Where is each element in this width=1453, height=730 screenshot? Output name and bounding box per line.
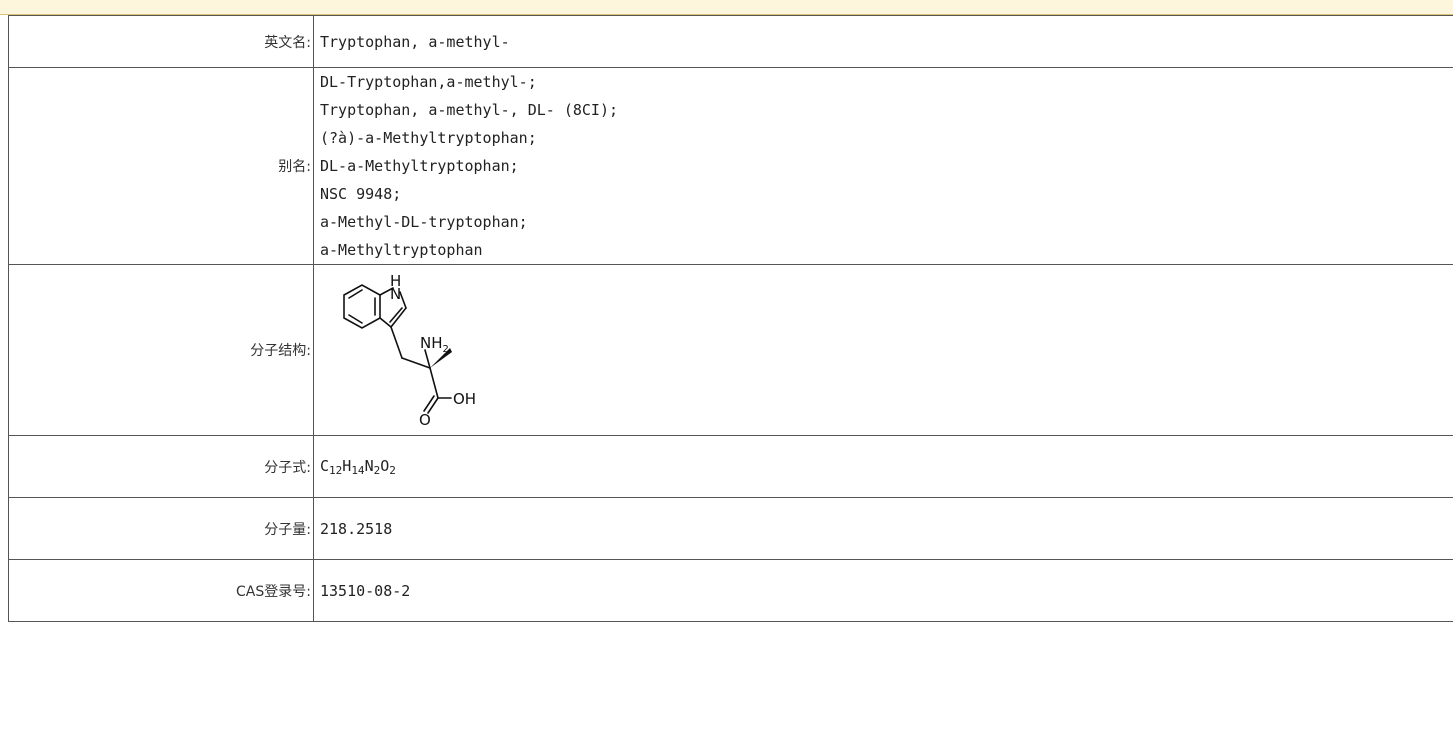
atom-label-n: N [390, 285, 401, 303]
alias-item: (?à)-a-Methyltryptophan; [320, 129, 537, 147]
atom-label-o: O [419, 411, 431, 429]
molecular-weight-value: 218.2518 [313, 497, 1453, 560]
aliases-list: DL-Tryptophan,a-methyl-; Tryptophan, a-m… [313, 67, 1453, 265]
row-aliases: 别名: DL-Tryptophan,a-methyl-; Tryptophan,… [8, 67, 1453, 265]
nh2-subscript: 2 [443, 344, 449, 355]
formula-count: 2 [389, 463, 396, 477]
alias-item: Tryptophan, a-methyl-, DL- (8CI); [320, 101, 619, 119]
formula-element: N [364, 456, 374, 475]
row-english-name: 英文名: Tryptophan, a-methyl- [8, 15, 1453, 68]
alias-item: a-Methyltryptophan [320, 241, 483, 259]
formula-count: 12 [329, 463, 343, 477]
atom-label-nh2: NH2 [420, 334, 449, 355]
english-name-value: Tryptophan, a-methyl- [313, 15, 1453, 68]
formula-label: 分子式: [8, 435, 314, 498]
header-strip [0, 0, 1453, 15]
structure-label: 分子结构: [8, 264, 314, 436]
row-formula: 分子式: C12H14N2O2 [8, 435, 1453, 498]
molecule-structure-image: H N NH2 O OH [343, 272, 476, 429]
formula-element: O [380, 456, 390, 475]
cas-label: CAS登录号: [8, 559, 314, 622]
formula-value: C12H14N2O2 [313, 435, 1453, 498]
molecular-weight-label: 分子量: [8, 497, 314, 560]
cas-value: 13510-08-2 [313, 559, 1453, 622]
alias-item: DL-a-Methyltryptophan; [320, 157, 519, 175]
alias-item: a-Methyl-DL-tryptophan; [320, 213, 528, 231]
nh2-base: NH [420, 334, 443, 352]
formula-count: 14 [351, 463, 365, 477]
alias-item: DL-Tryptophan,a-methyl-; [320, 73, 537, 91]
aliases-label: 别名: [8, 67, 314, 265]
structure-cell: H N NH2 O OH [313, 264, 1453, 436]
english-name-label: 英文名: [8, 15, 314, 68]
row-structure: 分子结构: [8, 264, 1453, 436]
formula-element: H [342, 456, 352, 475]
alias-item: NSC 9948; [320, 185, 402, 203]
row-molecular-weight: 分子量: 218.2518 [8, 497, 1453, 560]
compound-info-table: 英文名: Tryptophan, a-methyl- 别名: DL-Trypto… [8, 15, 1453, 622]
row-cas: CAS登录号: 13510-08-2 [8, 559, 1453, 622]
formula-element: C [320, 456, 330, 475]
atom-label-h: H [390, 272, 401, 290]
atom-label-oh: OH [453, 390, 476, 408]
formula-count: 2 [373, 463, 381, 477]
